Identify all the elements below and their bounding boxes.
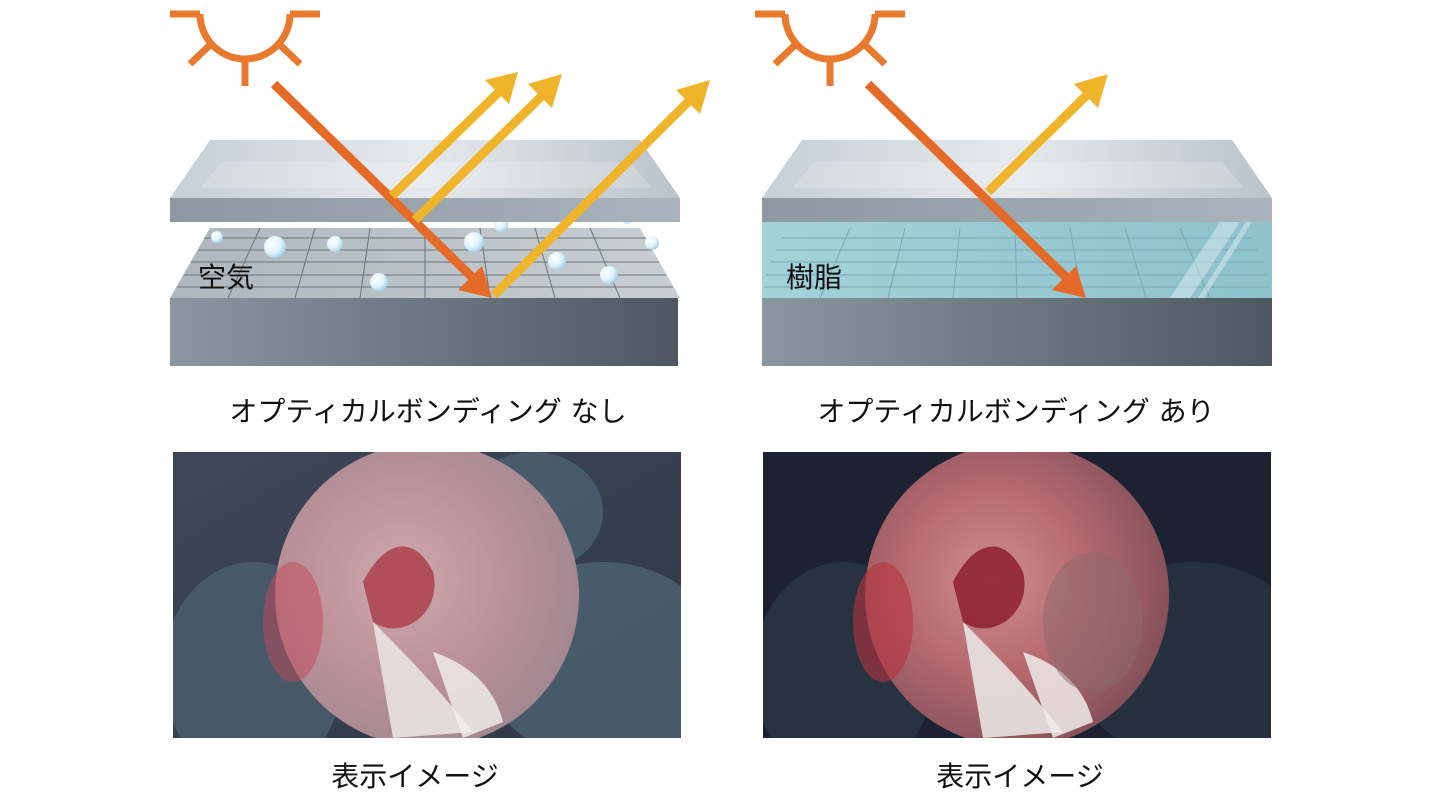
sun-icon: [170, 14, 320, 86]
image-caption-with-bonding: 表示イメージ: [936, 755, 1103, 795]
air-layer-label: 空気: [198, 256, 254, 296]
display-image-without-bonding: [173, 452, 681, 738]
diagram-with-bonding: [720, 0, 1440, 370]
image-caption-without-bonding: 表示イメージ: [331, 755, 498, 795]
sun-icon: [755, 14, 905, 86]
display-image-with-bonding: [763, 452, 1271, 738]
display-panel-base: [170, 298, 678, 366]
cover-glass: [762, 140, 1272, 222]
diagram-without-bonding: [0, 0, 720, 370]
resin-layer-label: 樹脂: [786, 256, 842, 296]
caption-with-bonding: オプティカルボンディング あり: [817, 390, 1214, 430]
display-panel-base: [762, 298, 1272, 366]
caption-without-bonding: オプティカルボンディング なし: [229, 390, 626, 430]
